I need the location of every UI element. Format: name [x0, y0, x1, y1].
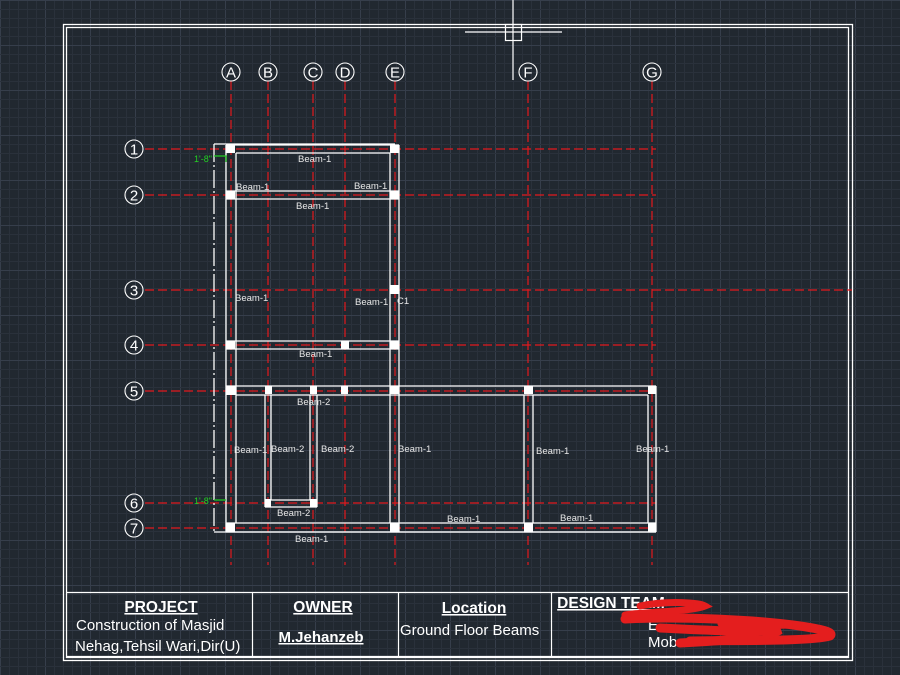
beam-label: Beam-1: [398, 444, 431, 455]
grid-bubble-3: 3: [124, 280, 144, 300]
grid-bubble-7: 7: [124, 518, 144, 538]
dimension-labels: 1'-8" 1'-8": [194, 154, 212, 506]
svg-text:1: 1: [130, 142, 138, 159]
beam-label: Beam-1: [234, 445, 267, 456]
svg-text:G: G: [646, 65, 658, 82]
grid-bubble-4: 4: [124, 335, 144, 355]
svg-text:A: A: [226, 65, 236, 82]
svg-text:4: 4: [130, 338, 138, 355]
beam-label: Beam-1: [354, 181, 387, 192]
project-line1: Construction of Masjid: [76, 617, 224, 634]
owner-name: M.Jehanzeb: [278, 629, 363, 646]
beam-label: Beam-1: [536, 446, 569, 457]
grid-bubble-A: A: [221, 62, 241, 82]
project-heading: PROJECT: [124, 599, 198, 616]
grid-bubble-C: C: [303, 62, 323, 82]
grid-bubble-1: 1: [124, 139, 144, 159]
beam-label: Beam-1: [636, 444, 669, 455]
svg-text:2: 2: [130, 188, 138, 205]
columns: [226, 145, 656, 532]
beam-label: Beam-1: [447, 514, 480, 525]
grid-bubbles: A B C D E F G 1 2 3 4 5 6 7: [124, 62, 662, 538]
grid-bubble-5: 5: [124, 381, 144, 401]
beam-label: Beam-1: [298, 154, 331, 165]
svg-text:5: 5: [130, 384, 138, 401]
redaction-scribble: [620, 599, 836, 648]
location-value: Ground Floor Beams: [400, 622, 539, 639]
svg-text:D: D: [340, 65, 351, 82]
beam-label: Beam-1: [299, 349, 332, 360]
beam-label: Beam-2: [321, 444, 354, 455]
svg-text:F: F: [523, 65, 532, 82]
svg-text:B: B: [263, 65, 273, 82]
svg-text:6: 6: [130, 496, 138, 513]
svg-text:7: 7: [130, 521, 138, 538]
grid-bubble-B: B: [258, 62, 278, 82]
beam-label: Beam-1: [235, 293, 268, 304]
svg-text:C: C: [308, 65, 319, 82]
beam-label: Beam-1: [296, 201, 329, 212]
beam-outlines: [213, 143, 657, 533]
grid-bubble-6: 6: [124, 493, 144, 513]
grid-bubble-F: F: [518, 62, 538, 82]
design-team-line1: E: [648, 617, 658, 634]
dimension-markers: [214, 155, 227, 501]
svg-text:3: 3: [130, 283, 138, 300]
grid-bubble-D: D: [335, 62, 355, 82]
grid-bubble-2: 2: [124, 185, 144, 205]
design-team-line2: Mob: [648, 634, 677, 651]
dimension-label: 1'-8": [194, 496, 212, 506]
column-c1: [390, 285, 399, 294]
dimension-label: 1'-8": [194, 154, 212, 164]
owner-heading: OWNER: [293, 599, 352, 616]
column-tag-c1: C1: [397, 296, 409, 307]
sheet-border: [62, 23, 854, 662]
title-block: PROJECT Construction of Masjid Nehag,Teh…: [66, 591, 849, 658]
svg-text:E: E: [390, 65, 400, 82]
grid-bubble-E: E: [385, 62, 405, 82]
beam-label: Beam-2: [277, 508, 310, 519]
project-line2: Nehag,Tehsil Wari,Dir(U): [75, 638, 240, 655]
beam-label: Beam-2: [297, 397, 330, 408]
beam-label: Beam-1: [560, 513, 593, 524]
crosshair-cursor-icon: [465, 0, 562, 80]
beam-label: Beam-1: [236, 182, 269, 193]
grid-bubble-G: G: [642, 62, 662, 82]
beam-label: Beam-1: [295, 534, 328, 545]
beam-label: Beam-1: [355, 297, 388, 308]
beam-label: Beam-2: [271, 444, 304, 455]
location-heading: Location: [442, 600, 507, 617]
